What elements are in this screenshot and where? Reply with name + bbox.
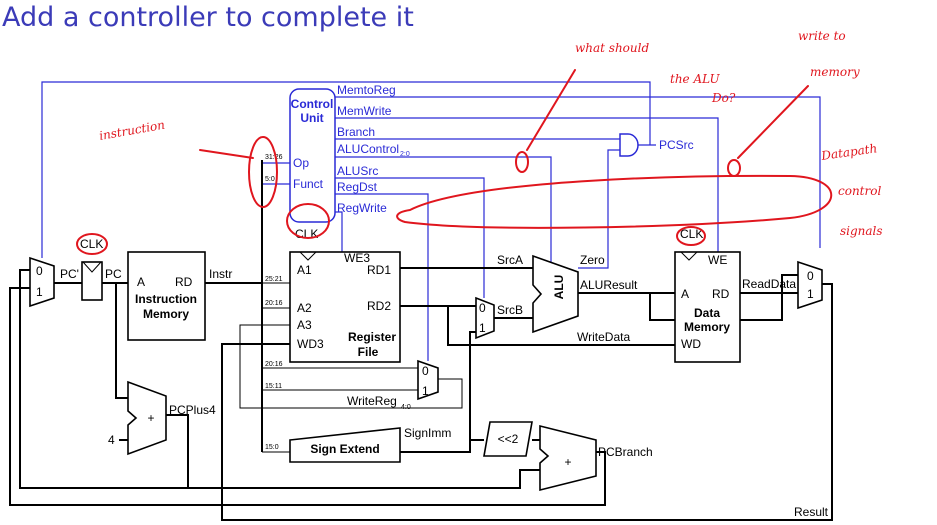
control-funct-label: Funct [293,177,324,191]
annotations: instruction what should the ALU Do? writ… [77,29,883,254]
result-mux-1: 1 [807,287,814,301]
annotation-datapath-3: signals [840,224,883,238]
regwrite-label: RegWrite [337,201,387,215]
annotation-write-2: memory [810,65,860,79]
readdata-label: ReadData [742,277,796,291]
field-rt: 20:16 [265,300,283,307]
memtoreg-label: MemtoReg [337,83,396,97]
sign-extend-label: Sign Extend [310,442,379,456]
field-imm: 15:0 [265,444,279,451]
imem-rd-label: RD [175,275,193,289]
dm-rd-label: RD [712,287,730,301]
dm-title-2: Memory [684,320,730,334]
alusrc-label: ALUSrc [337,164,378,178]
imem-title-2: Memory [143,307,189,321]
instr-label: Instr [209,267,232,281]
alucontrol-label: ALUControl [337,142,399,156]
pc-mux-1: 1 [36,285,43,299]
pcbranch-plus: + [564,455,571,469]
writereg-mux-1: 1 [422,384,429,398]
writereg-sub-label: 4:0 [401,404,411,411]
result-mux-0: 0 [807,269,814,283]
pcplus4-plus: + [147,411,154,425]
zero-label: Zero [580,253,605,267]
rf-a2-label: A2 [297,301,312,315]
field-rt2: 20:16 [265,361,283,368]
dm-title-1: Data [694,306,720,320]
regdst-label: RegDst [337,180,378,194]
pcplus4-label: PCPlus4 [169,403,216,417]
annotation-datapath-1: Datapath [819,141,878,163]
control-op-label: Op [293,156,309,170]
annotation-datapath-2: control [838,184,881,198]
pc-register [82,262,102,300]
rf-wd3-label: WD3 [297,337,324,351]
control-unit-title-2: Unit [300,111,323,125]
control-unit-title-1: Control [291,97,334,111]
srca-label: SrcA [497,253,523,267]
annotation-what-should-2: the ALU [670,72,720,86]
dm-a-label: A [681,287,689,301]
signimm-label: SignImm [404,426,451,440]
imem-title-1: Instruction [135,292,197,306]
field-rd: 15:11 [265,383,282,390]
dm-we-label: WE [708,253,727,267]
field-op: 31:26 [265,154,283,161]
field-rs: 25:21 [265,276,283,283]
shift-label: <<2 [498,432,519,446]
annotation-write-1: write to [798,29,846,43]
memwrite-label: MemWrite [337,104,392,118]
writereg-mux-0: 0 [422,364,429,378]
rf-a1-label: A1 [297,263,312,277]
pc-prime-label: PC' [60,267,79,281]
alu-label: ALU [552,275,566,300]
rf-rd1-label: RD1 [367,263,391,277]
alucontrol-sub-label: 2:0 [400,151,410,158]
pc-mux-0: 0 [36,264,43,278]
srcb-mux-0: 0 [479,301,486,315]
pcsrc-label: PCSrc [659,138,694,152]
pc-clk-label: CLK [80,237,103,251]
annotation-what-should-3: Do? [711,91,736,105]
and-gate [620,134,638,156]
field-funct: 5:0 [265,176,275,183]
const-four: 4 [108,433,115,447]
rf-a3-label: A3 [297,318,312,332]
rf-title-1: Register [348,330,396,344]
dm-wd-label: WD [681,337,701,351]
branch-label: Branch [337,125,375,139]
aluresult-label: ALUResult [580,278,638,292]
srcb-mux-1: 1 [479,321,486,335]
srcb-label: SrcB [497,303,523,317]
annotation-instruction: instruction [98,118,166,143]
pcbranch-label: PCBranch [598,445,653,459]
pc-label: PC [105,267,122,281]
rf-title-2: File [358,345,379,359]
annotation-what-should-1: what should [575,41,649,55]
result-label: Result [794,505,829,519]
writereg-label: WriteReg [347,394,397,408]
writedata-label: WriteData [577,330,630,344]
rf-rd2-label: RD2 [367,299,391,313]
imem-a-label: A [137,275,145,289]
